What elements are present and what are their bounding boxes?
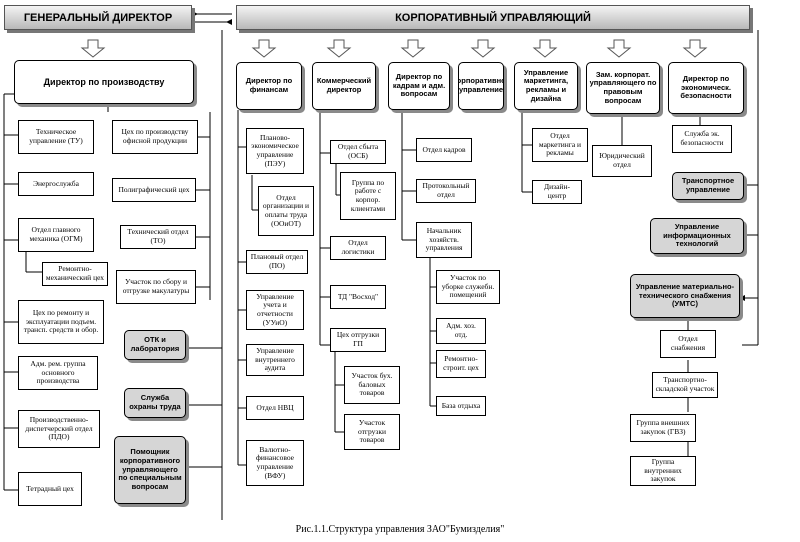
marketing-item-1: Дизайн-центр bbox=[532, 180, 582, 204]
prod-right-item-0: Цех по производству офисной продукции bbox=[112, 120, 198, 154]
prod-right-item-4: ОТК и лаборатория bbox=[124, 330, 186, 360]
hr-item-6: База отдыха bbox=[436, 396, 486, 416]
hr-item-1: Протокольный отдел bbox=[416, 179, 476, 203]
security-item-0: Служба эк. безопасности bbox=[672, 125, 732, 153]
commerce-item-3: ТД "Восход" bbox=[330, 285, 386, 309]
commerce-director: Коммерческий директор bbox=[312, 62, 376, 110]
umts-item-1: Транспортно-складской участок bbox=[652, 372, 718, 398]
prod-right-item-6: Помощник корпоративного управляющего по … bbox=[114, 436, 186, 504]
hr-director: Директор по кадрам и адм. вопросам bbox=[388, 62, 450, 110]
finance-item-4: Управление внутреннего аудита bbox=[246, 344, 304, 376]
prod-left-item-4: Цех по ремонту и эксплуатации подъем. тр… bbox=[18, 300, 104, 344]
commerce-item-1: Группа по работе с корпор. клиентами bbox=[340, 172, 396, 220]
hr-item-4: Адм. хоз. отд. bbox=[436, 318, 486, 344]
commerce-item-4: Цех отгрузки ГП bbox=[330, 328, 386, 352]
gen-director-box: ГЕНЕРАЛЬНЫЙ ДИРЕКТОР bbox=[4, 5, 192, 30]
transport-department: Транспортное управление bbox=[672, 172, 744, 200]
commerce-item-0: Отдел сбыта (ОСБ) bbox=[330, 140, 386, 164]
legal-head: Зам. корпорат. управляющего по правовым … bbox=[586, 62, 660, 114]
security-head: Директор по экономическ. безопасности bbox=[668, 62, 744, 114]
commerce-item-6: Участок отгрузки товаров bbox=[344, 414, 400, 450]
production-director: Директор по производству bbox=[14, 60, 194, 104]
gen-director-label: ГЕНЕРАЛЬНЫЙ ДИРЕКТОР bbox=[23, 11, 173, 24]
prod-right-item-3: Участок по сбору и отгрузке макулатуры bbox=[116, 270, 196, 304]
corp-governance: Корпоративное управление bbox=[458, 62, 504, 110]
finance-item-3: Управление учета и отчетности (УУиО) bbox=[246, 290, 304, 330]
finance-director: Директор по финансам bbox=[236, 62, 302, 110]
umts-item-2: Группа внешних закупок (ГВЗ) bbox=[630, 414, 696, 442]
prod-left-item-2: Отдел главного механика (ОГМ) bbox=[18, 218, 94, 252]
figure-caption: Рис.1.1.Структура управления ЗАО"Бумизде… bbox=[295, 524, 505, 535]
marketing-head: Управление маркетинга, рекламы и дизайна bbox=[514, 62, 578, 110]
prod-left-item-7: Тетрадный цех bbox=[18, 472, 82, 506]
finance-item-2: Плановый отдел (ПО) bbox=[246, 250, 308, 274]
finance-item-5: Отдел НВЦ bbox=[246, 396, 304, 420]
prod-left-item-3: Ремонтно-механический цех bbox=[42, 262, 108, 286]
umts-item-0: Отдел снабжения bbox=[660, 330, 716, 358]
prod-left-item-6: Производственно-диспетчерский отдел (ПДО… bbox=[18, 410, 100, 448]
prod-left-item-0: Техническое управление (ТУ) bbox=[18, 120, 94, 154]
finance-item-1: Отдел организации и оплаты труда (ООиОТ) bbox=[258, 186, 314, 236]
umts-item-3: Группа внутренних закупок bbox=[630, 456, 696, 486]
hr-item-0: Отдел кадров bbox=[416, 138, 472, 162]
prod-right-item-2: Технический отдел (ТО) bbox=[120, 225, 196, 249]
prod-right-item-1: Полиграфический цех bbox=[112, 178, 196, 202]
finance-item-0: Планово-экономическое управление (ПЭУ) bbox=[246, 128, 304, 174]
hr-item-3: Участок по уборке служебн. помещений bbox=[436, 270, 500, 304]
prod-left-item-1: Энергослужба bbox=[18, 172, 94, 196]
prod-right-item-5: Служба охраны труда bbox=[124, 388, 186, 418]
commerce-item-2: Отдел логистики bbox=[330, 236, 386, 260]
umts-department: Управление материально-технического снаб… bbox=[630, 274, 740, 318]
legal-item-0: Юридический отдел bbox=[592, 145, 652, 177]
hr-item-5: Ремонтно-строит. цех bbox=[436, 350, 486, 378]
it-department: Управление информационных технологий bbox=[650, 218, 744, 254]
marketing-item-0: Отдел маркетинга и рекламы bbox=[532, 128, 588, 162]
hr-item-2: Начальник хозяйств. управления bbox=[416, 222, 472, 258]
corp-manager-label: КОРПОРАТИВНЫЙ УПРАВЛЯЮЩИЙ bbox=[395, 11, 591, 24]
finance-item-6: Валютно-финансовое управление (ВФУ) bbox=[246, 440, 304, 486]
prod-left-item-5: Адм. рем. группа основного производства bbox=[18, 356, 98, 390]
commerce-item-5: Участок бух. баловых товаров bbox=[344, 366, 400, 404]
corp-manager-box: КОРПОРАТИВНЫЙ УПРАВЛЯЮЩИЙ bbox=[236, 5, 750, 30]
